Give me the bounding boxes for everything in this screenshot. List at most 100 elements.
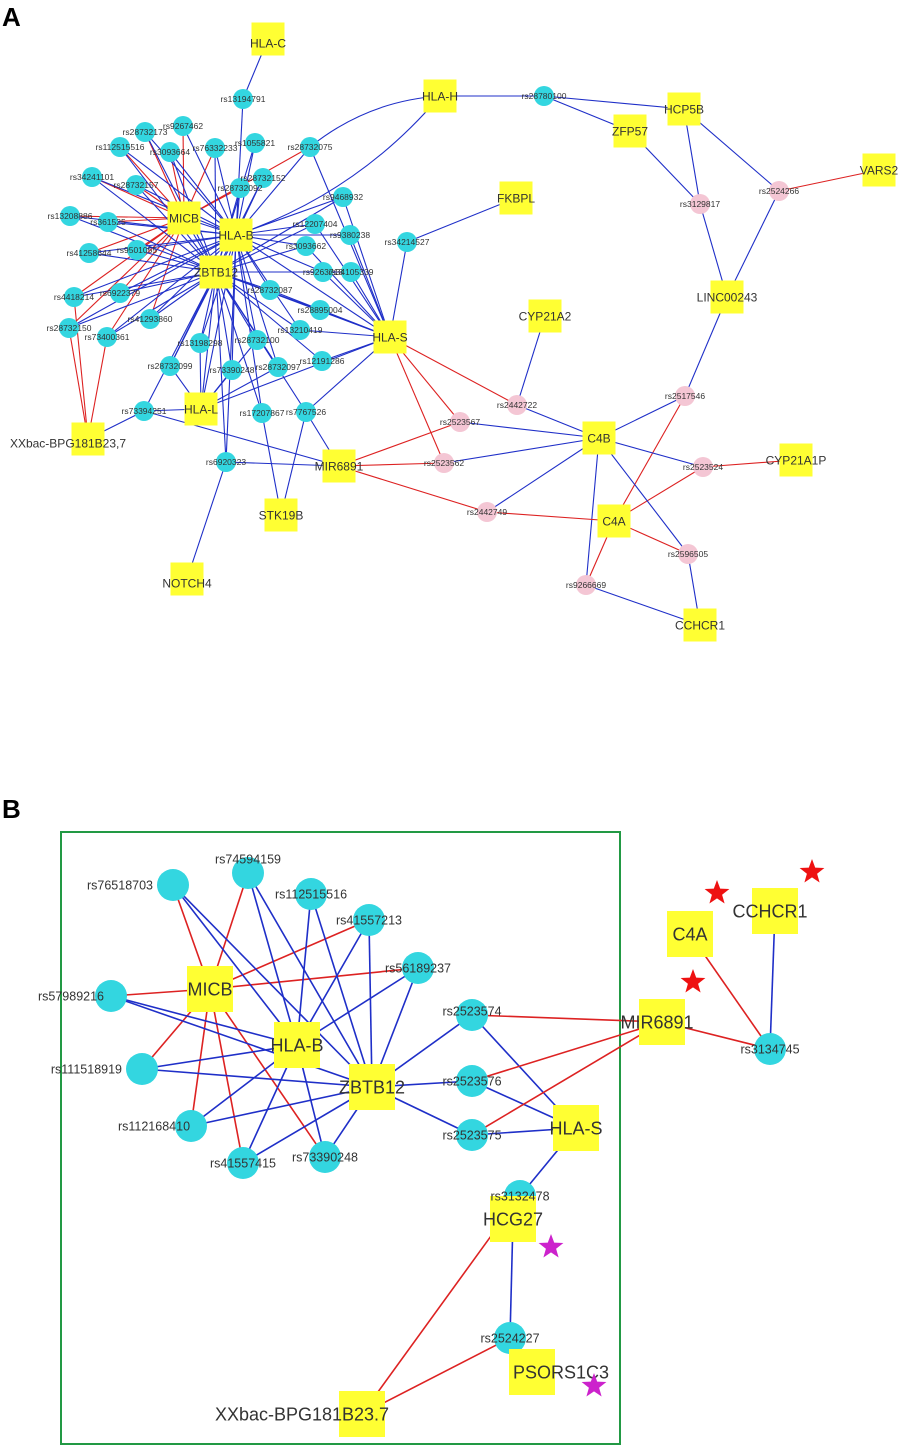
panel-b-snp-node-rs112515516 — [295, 878, 327, 910]
panel-b-gene-node-hla-s — [553, 1105, 599, 1151]
panel-b-snp-node-rs56189237 — [402, 952, 434, 984]
panel-a-snp-node-rs2523524 — [693, 457, 713, 477]
panel-b-snp-label: rs2524227 — [480, 1331, 539, 1345]
panel-a-snp-node-rs9263713 — [313, 262, 333, 282]
panel-a-edge-blue — [182, 125, 237, 236]
panel-a-edge-red — [68, 217, 185, 329]
panel-a-edge-red — [389, 336, 445, 464]
panel-a-gene-node-hla-s — [373, 320, 407, 354]
panel-a-gene-label: HLA-B — [218, 228, 253, 242]
panel-a-gene-node-micb — [167, 201, 201, 235]
panel-a-snp-label: rs73400361 — [85, 332, 130, 342]
panel-a-snp-label: rs2442722 — [497, 400, 537, 410]
panel-a-edge-blue — [119, 234, 237, 294]
panel-a-snp-node-rs41258644 — [79, 243, 99, 263]
panel-b-edge-blue — [368, 919, 373, 1088]
panel-a-snp-label: rs13208886 — [48, 211, 93, 221]
panel-a-gene-label: CCHCR1 — [675, 618, 725, 632]
panel-a-gene-label: XXbac-BPG181B23,7 — [10, 436, 126, 450]
panel-label-b: B — [2, 794, 21, 824]
panel-a-snp-label: rs41293860 — [128, 314, 173, 324]
panel-b-gene-label: MICB — [188, 979, 233, 999]
panel-b-gene-node-zbtb12 — [349, 1064, 395, 1110]
panel-a-gene-node-xxbac — [71, 422, 105, 456]
panel-b-edge-red — [209, 967, 419, 990]
panel-a-edge-red — [486, 511, 615, 522]
panel-a-snp-label: rs12207404 — [293, 219, 338, 229]
panel-a-edge-blue — [215, 271, 323, 362]
panel-a-edge-blue — [215, 196, 344, 273]
panel-a-snp-node-rs28732157 — [126, 175, 146, 195]
panel-b-edge-red — [209, 919, 370, 990]
panel-b-edge-blue — [110, 995, 298, 1046]
panel-a-snp-node-rs2524266 — [769, 181, 789, 201]
panel-b-edge-blue — [190, 1086, 373, 1127]
panel-b-edge-red — [361, 1337, 511, 1415]
panel-b-edge-blue — [172, 884, 373, 1088]
panel-a-edge-blue — [280, 411, 307, 516]
panel-b-edge-red — [471, 1021, 663, 1082]
panel-a-snp-node-rs28780100 — [534, 86, 554, 106]
panel-a-gene-node-cyp21a2 — [528, 299, 562, 333]
panel-a-gene-label: VARS2 — [860, 163, 899, 177]
panel-b-star-icon — [799, 859, 825, 883]
panel-b-snp-node-rs41557415 — [227, 1147, 259, 1179]
panel-a-snp-label: rs28732150 — [47, 323, 92, 333]
panel-a-edge-blue — [200, 336, 391, 410]
panel-b-highlight-box — [60, 831, 621, 1445]
panel-a-snp-label: rs7767526 — [286, 407, 326, 417]
panel-a-snp-node-rs28895004 — [310, 300, 330, 320]
panel-a-snp-label: rs28732173 — [123, 127, 168, 137]
panel-a-edge-blue — [726, 190, 780, 298]
panel-a-snp-node-rs76332233 — [205, 138, 225, 158]
panel-a-edge-red — [389, 336, 518, 406]
panel-b-snp-node-rs112168410 — [175, 1110, 207, 1142]
panel-b-snp-node-rs41557213 — [353, 904, 385, 936]
panel-a-snp-node-rs28732100 — [247, 330, 267, 350]
panel-a-edge-blue — [459, 421, 600, 439]
panel-b-snp-label: rs57989216 — [38, 989, 104, 1003]
panel-b-gene-node-psors1c3 — [509, 1349, 555, 1395]
panel-b-snp-label: rs2523574 — [442, 1004, 501, 1018]
star-layer — [538, 859, 825, 1397]
panel-a-edge-blue — [73, 234, 237, 298]
panel-a-edge-blue — [107, 221, 217, 273]
node-layer — [59, 22, 896, 1437]
panel-a-edge-blue — [215, 271, 227, 463]
panel-a-snp-node-rs13210419 — [290, 320, 310, 340]
panel-a-gene-node-hla-h — [423, 79, 457, 113]
panel-a-snp-label: rs6920323 — [206, 457, 246, 467]
panel-a-gene-label: C4A — [602, 514, 625, 528]
panel-b-snp-node-rs2524227 — [494, 1322, 526, 1354]
panel-a-snp-node-rs28732092 — [230, 178, 250, 198]
panel-a-gene-node-stk19b — [264, 498, 298, 532]
panel-b-snp-label: rs76518703 — [87, 878, 153, 892]
panel-b-snp-label: rs3132478 — [490, 1189, 549, 1203]
panel-a-snp-label: rs9501055 — [117, 245, 157, 255]
panel-a-edge-blue — [543, 95, 685, 110]
panel-a-snp-label: rs1055821 — [235, 138, 275, 148]
panel-a-snp-label: rs2523567 — [440, 417, 480, 427]
panel-a-snp-label: rs2523524 — [683, 462, 723, 472]
panel-b-gene-label: HCG27 — [483, 1209, 543, 1229]
panel-a-snp-node-rs2442749 — [477, 502, 497, 522]
panel-b-gene-label: XXbac-BPG181B23.7 — [215, 1404, 389, 1424]
panel-a-snp-node-rs28732099 — [160, 356, 180, 376]
panel-a-gene-label: CYP21A2 — [519, 309, 572, 323]
panel-a-snp-node-rs41293860 — [140, 309, 160, 329]
panel-a-edge-red — [73, 217, 185, 298]
panel-b-edge-red — [471, 1021, 663, 1136]
panel-b-snp-node-rs76518703 — [157, 869, 189, 901]
panel-a-edge-red — [338, 462, 445, 467]
panel-a-snp-label: rs73394251 — [122, 406, 167, 416]
panel-a-edge-red — [613, 395, 686, 522]
panel-a-snp-label: rs41258644 — [67, 248, 112, 258]
panel-a-snp-label: rs17207867 — [240, 408, 285, 418]
panel-a-snp-node-rs2523562 — [434, 453, 454, 473]
panel-a-gene-label: HCP5B — [664, 102, 704, 116]
panel-b-snp-node-rs2523576 — [456, 1065, 488, 1097]
panel-b-snp-label: rs111518919 — [51, 1062, 122, 1076]
panel-a-snp-label: rs9263713 — [303, 267, 343, 277]
panel-a-snp-label: rs28780100 — [522, 91, 567, 101]
